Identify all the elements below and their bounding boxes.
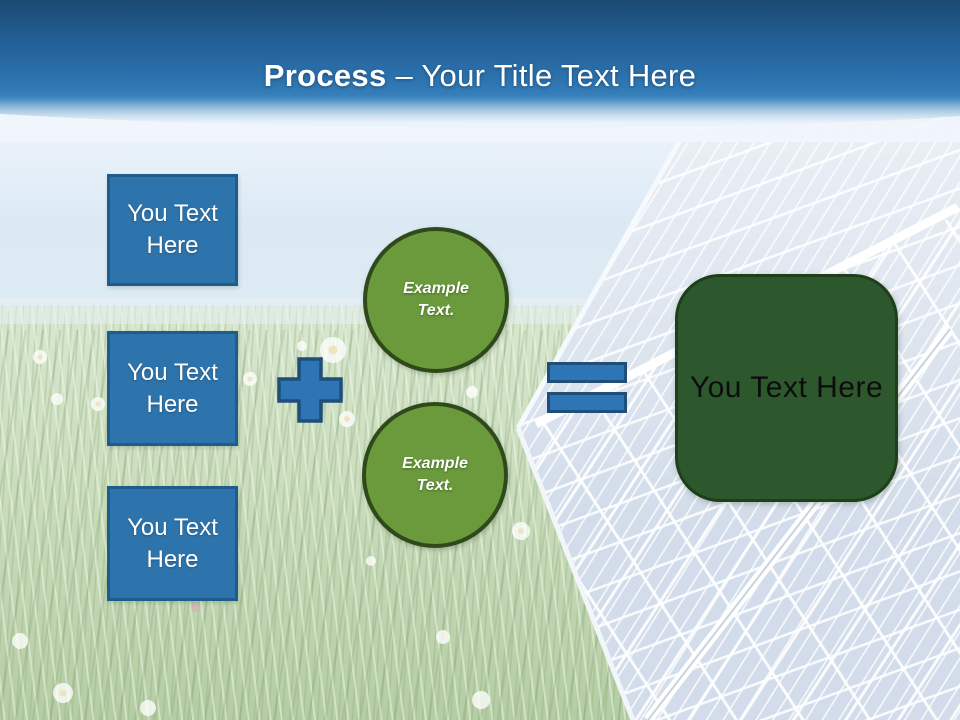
slide-title-rest: – Your Title Text Here bbox=[395, 58, 697, 93]
input-box-1: You Text Here bbox=[107, 174, 238, 286]
slide-title-emphasis: Process bbox=[263, 58, 387, 93]
example-circle-1: Example Text. bbox=[363, 227, 509, 373]
input-box-2: You Text Here bbox=[107, 331, 238, 446]
result-box: You Text Here bbox=[675, 274, 898, 502]
plus-icon bbox=[277, 357, 343, 423]
equals-bar-top bbox=[547, 362, 627, 383]
header-band bbox=[0, 0, 960, 142]
input-box-3: You Text Here bbox=[107, 486, 238, 601]
equals-icon bbox=[547, 362, 627, 413]
equals-bar-bottom bbox=[547, 392, 627, 413]
slide-title: Process– Your Title Text Here bbox=[0, 55, 960, 97]
example-circle-2: Example Text. bbox=[362, 402, 508, 548]
